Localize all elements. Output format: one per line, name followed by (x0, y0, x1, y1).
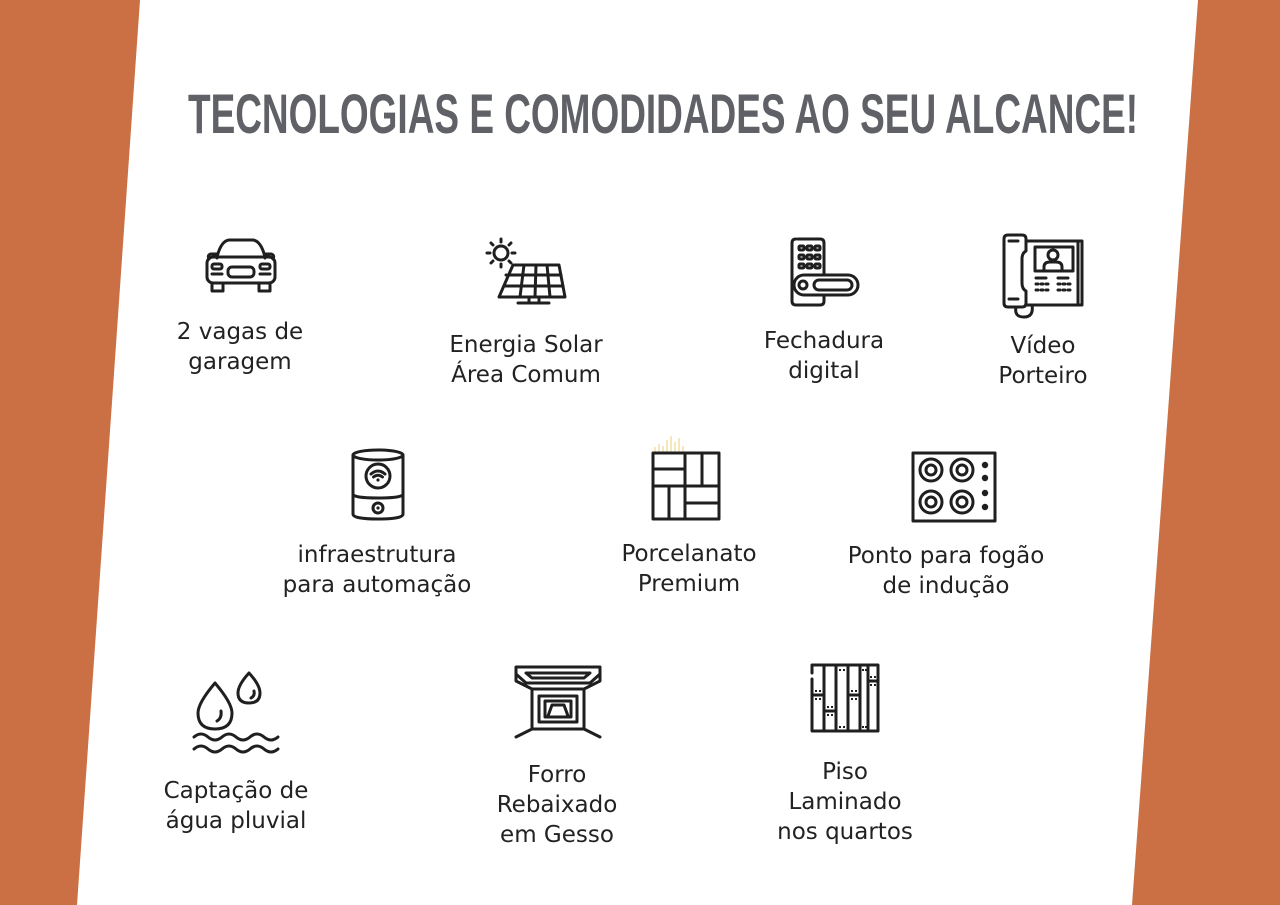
feature-label: Fechadura digital (763, 328, 885, 384)
feature-label: Piso Laminado nos quartos (777, 759, 913, 845)
feature-label: Forro Rebaixado em Gesso (496, 762, 618, 848)
rainwater-icon (192, 671, 280, 755)
feature-label: Ponto para fogão de indução (847, 543, 1045, 599)
feature-label: Energia Solar Área Comum (449, 332, 603, 388)
feature-label: Vídeo Porteiro (998, 333, 1088, 389)
tile-floor-icon (651, 430, 721, 522)
video-intercom-icon (1002, 233, 1086, 319)
page-title: TECNOLOGIAS E COMODIDADES AO SEU ALCANCE… (188, 82, 1139, 145)
drop-ceiling-icon (514, 665, 602, 739)
feature-label: Captação de água pluvial (163, 778, 309, 834)
car-icon (203, 237, 279, 295)
induction-cooktop-icon (911, 451, 997, 523)
feature-label: 2 vagas de garagem (176, 319, 304, 375)
smart-hub-icon (351, 448, 405, 522)
feature-label: infraestrutura para automação (282, 542, 472, 598)
feature-label: Porcelanato Premium (621, 541, 757, 597)
digital-lock-icon (790, 237, 860, 307)
laminate-floor-icon (810, 663, 880, 733)
solar-panel-icon (485, 237, 567, 305)
